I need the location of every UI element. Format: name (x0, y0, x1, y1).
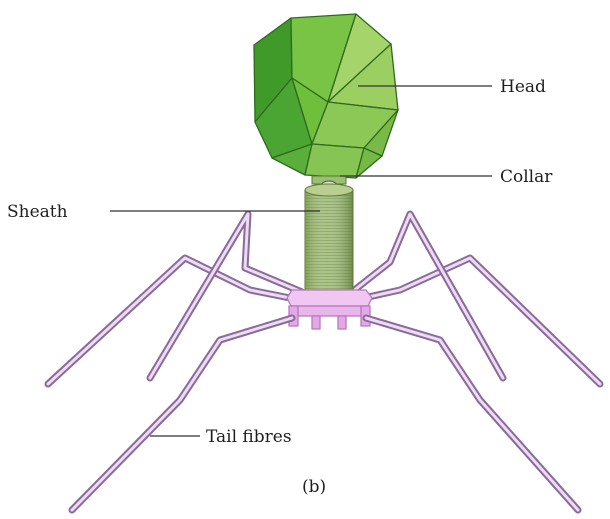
tail-fibre-front-left (72, 318, 292, 510)
tail-sheath (305, 184, 353, 298)
collar-label: Collar (500, 167, 553, 187)
tail-fibres-label: Tail fibres (206, 427, 292, 447)
sheath-label: Sheath (7, 202, 68, 222)
tail-fibre-front-right (366, 318, 578, 510)
head-capsid (254, 14, 398, 178)
tail-fibre-back-right (355, 258, 600, 384)
base-plate (287, 290, 372, 329)
head-label: Head (500, 77, 546, 97)
panel-label: (b) (302, 477, 326, 497)
